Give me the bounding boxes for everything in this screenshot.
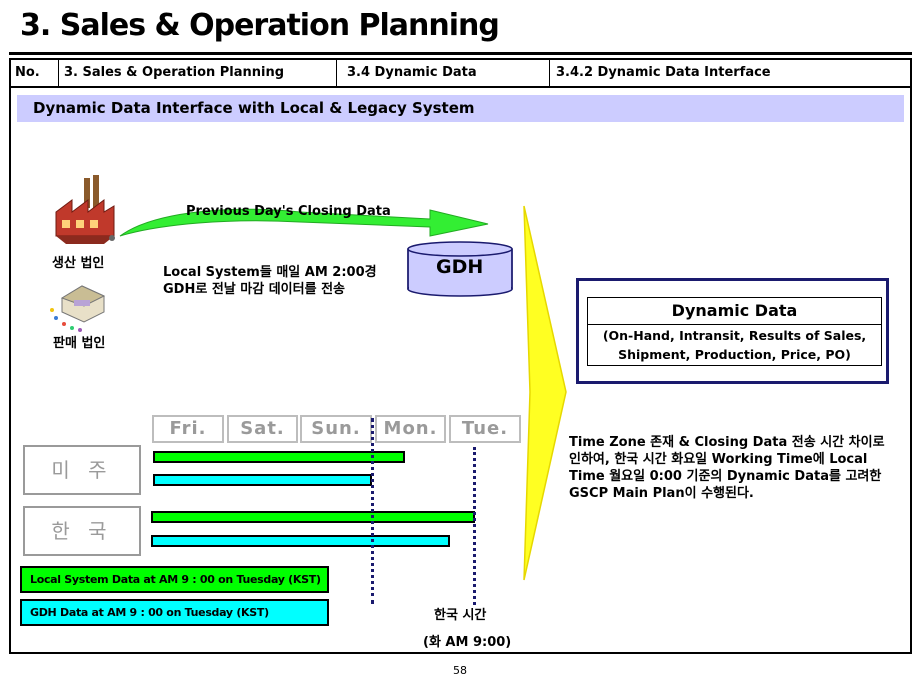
sales-entity-label: 판매 법인 (53, 336, 106, 351)
dynamic-data-body: (On-Hand, Intransit, Results of Sales, S… (587, 324, 882, 366)
korea-time-line (473, 447, 476, 605)
timezone-note-line4: GSCP Main Plan이 수행된다. (569, 486, 754, 501)
local-note-line1: Local System들 매일 AM 2:00경 (163, 265, 377, 280)
timezone-note: Time Zone 존재 & Closing Data 전송 시간 차이로 인하… (569, 434, 914, 502)
day-mon: Mon. (375, 415, 446, 443)
subheader-banner: Dynamic Data Interface with Local & Lega… (17, 95, 904, 122)
divider (58, 60, 59, 86)
timezone-note-line1: Time Zone 존재 & Closing Data 전송 시간 차이로 (569, 435, 885, 450)
header-subsection: 3.4 Dynamic Data (347, 65, 477, 80)
page-title: 3. Sales & Operation Planning (20, 8, 500, 43)
big-arrow (523, 205, 567, 581)
korea-time-label: 한국 시간 (434, 608, 487, 623)
day-sat: Sat. (227, 415, 298, 443)
timezone-note-line3: Time 월요일 0:00 기준의 Dynamic Data를 고려한 (569, 469, 882, 484)
title-rule (9, 52, 912, 55)
subheader-title: Dynamic Data Interface with Local & Lega… (33, 99, 475, 117)
korea-time-value: (화 AM 9:00) (423, 635, 512, 650)
header-row: No. 3. Sales & Operation Planning 3.4 Dy… (11, 58, 910, 88)
region-us: 미 주 (23, 445, 141, 495)
day-fri: Fri. (152, 415, 224, 443)
page-number: 58 (453, 664, 467, 677)
header-section: 3. Sales & Operation Planning (64, 65, 285, 80)
dynamic-data-box (576, 278, 889, 384)
production-entity-label: 생산 법인 (52, 256, 105, 271)
dynamic-data-line1: (On-Hand, Intransit, Results of Sales, (602, 328, 867, 343)
us-local-bar (153, 451, 405, 463)
dynamic-data-line2: Shipment, Production, Price, PO) (618, 347, 851, 362)
store-icon (50, 285, 106, 332)
divider (549, 60, 550, 86)
timezone-note-line2: 인하여, 한국 시간 화요일 Working Time에 Local (569, 452, 868, 467)
local-note-line2: GDH로 전날 마감 데이터를 전송 (163, 282, 346, 297)
divider (336, 60, 337, 86)
factory-icon (55, 175, 115, 244)
day-sun: Sun. (300, 415, 372, 443)
region-korea: 한 국 (23, 506, 141, 556)
us-gdh-bar (153, 474, 372, 486)
closing-data-label: Previous Day's Closing Data (186, 204, 391, 219)
korea-local-bar (151, 511, 475, 523)
header-item: 3.4.2 Dynamic Data Interface (556, 65, 771, 80)
header-no: No. (15, 65, 40, 80)
closing-data-arrow (119, 208, 489, 237)
legend-gdh: GDH Data at AM 9 : 00 on Tuesday (KST) (20, 599, 329, 626)
gdh-cylinder (407, 241, 513, 297)
korea-gdh-bar (151, 535, 450, 547)
dynamic-data-title: Dynamic Data (587, 297, 882, 325)
gdh-label: GDH (436, 256, 484, 278)
legend-local: Local System Data at AM 9 : 00 on Tuesda… (20, 566, 329, 593)
day-tue: Tue. (449, 415, 521, 443)
us-cutoff-line (371, 418, 374, 604)
